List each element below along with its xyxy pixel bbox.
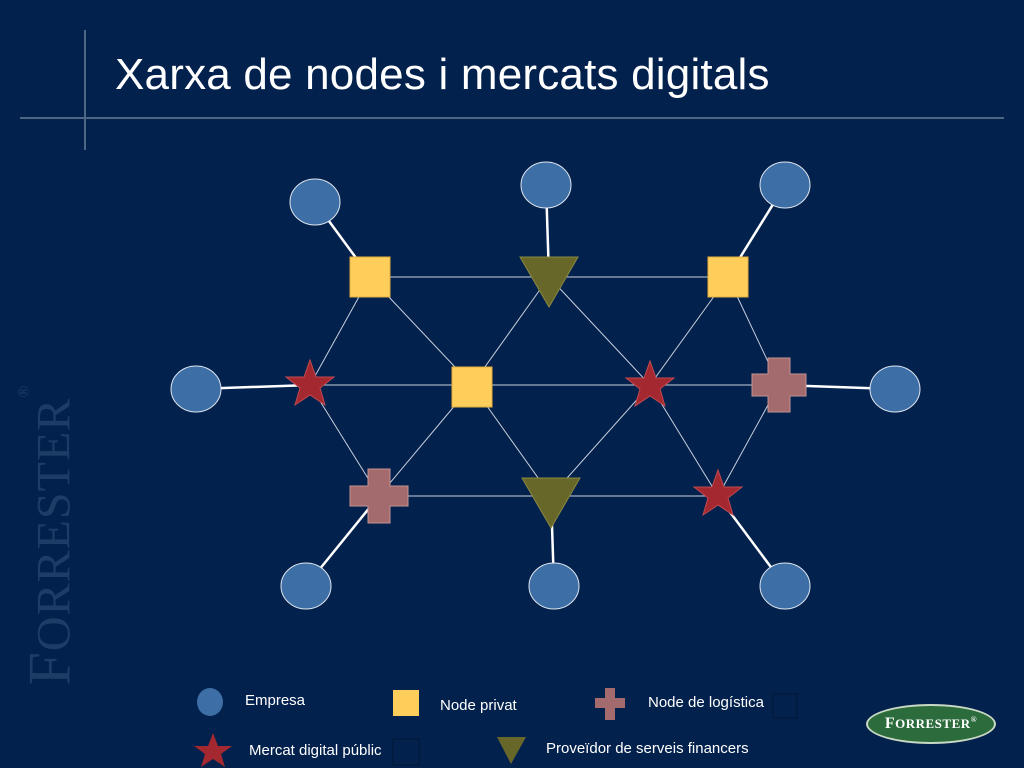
logistics-plus-icon xyxy=(751,357,807,413)
enterprises xyxy=(170,161,921,610)
digital-market-star-icon xyxy=(692,468,744,517)
enterprise-circle-icon xyxy=(520,161,572,209)
digital-market-star-icon xyxy=(624,359,676,408)
legend-node-privat-square-icon xyxy=(393,690,419,716)
private-node-square-icon xyxy=(451,366,493,408)
logistics-plus-icon xyxy=(349,468,409,524)
legend-node-privat-label: Node privat xyxy=(440,697,517,714)
mesh-links xyxy=(309,276,780,497)
legend-logistica-label: Node de logística xyxy=(648,694,764,711)
financial-provider-triangle-icon xyxy=(519,256,579,308)
digital-market-star-icon xyxy=(284,358,336,407)
enterprise-circle-icon xyxy=(759,161,811,209)
legend-mercat-label: Mercat digital públic xyxy=(249,742,382,759)
digital-markets xyxy=(284,358,744,517)
title-horizontal-rule xyxy=(20,117,1004,119)
private-node-square-icon xyxy=(707,256,749,298)
slide-title: Xarxa de nodes i mercats digitals xyxy=(115,50,770,99)
link xyxy=(548,276,651,386)
private-nodes xyxy=(349,256,749,408)
legend-icons xyxy=(194,688,798,767)
financial-provider-triangle-icon xyxy=(521,477,581,529)
enterprise-circle-icon xyxy=(170,365,222,413)
private-node-square-icon xyxy=(349,256,391,298)
forrester-logo: FORRESTER® xyxy=(866,704,996,744)
legend-proveidor-triangle-icon xyxy=(497,737,526,764)
legend-empresa-circle-icon xyxy=(197,688,223,716)
legend-mercat-star-icon xyxy=(194,733,232,767)
legend-empty-box-icon xyxy=(392,738,420,766)
legend-empresa-label: Empresa xyxy=(245,692,306,709)
legend-logistica-plus-icon xyxy=(595,688,625,720)
enterprise-circle-icon xyxy=(869,365,921,413)
financial-providers xyxy=(519,256,581,529)
forrester-logo-text: FORRESTER® xyxy=(884,715,978,732)
enterprise-circle-icon xyxy=(528,562,580,610)
enterprise-circle-icon xyxy=(280,562,332,610)
legend-proveidor-label: Proveïdor de serveis financers xyxy=(546,740,749,757)
enterprise-circle-icon xyxy=(759,562,811,610)
title-vertical-rule xyxy=(84,30,86,150)
legend-empty-box-icon xyxy=(772,693,798,719)
enterprise-circle-icon xyxy=(289,178,341,226)
logistics-nodes xyxy=(349,357,807,524)
